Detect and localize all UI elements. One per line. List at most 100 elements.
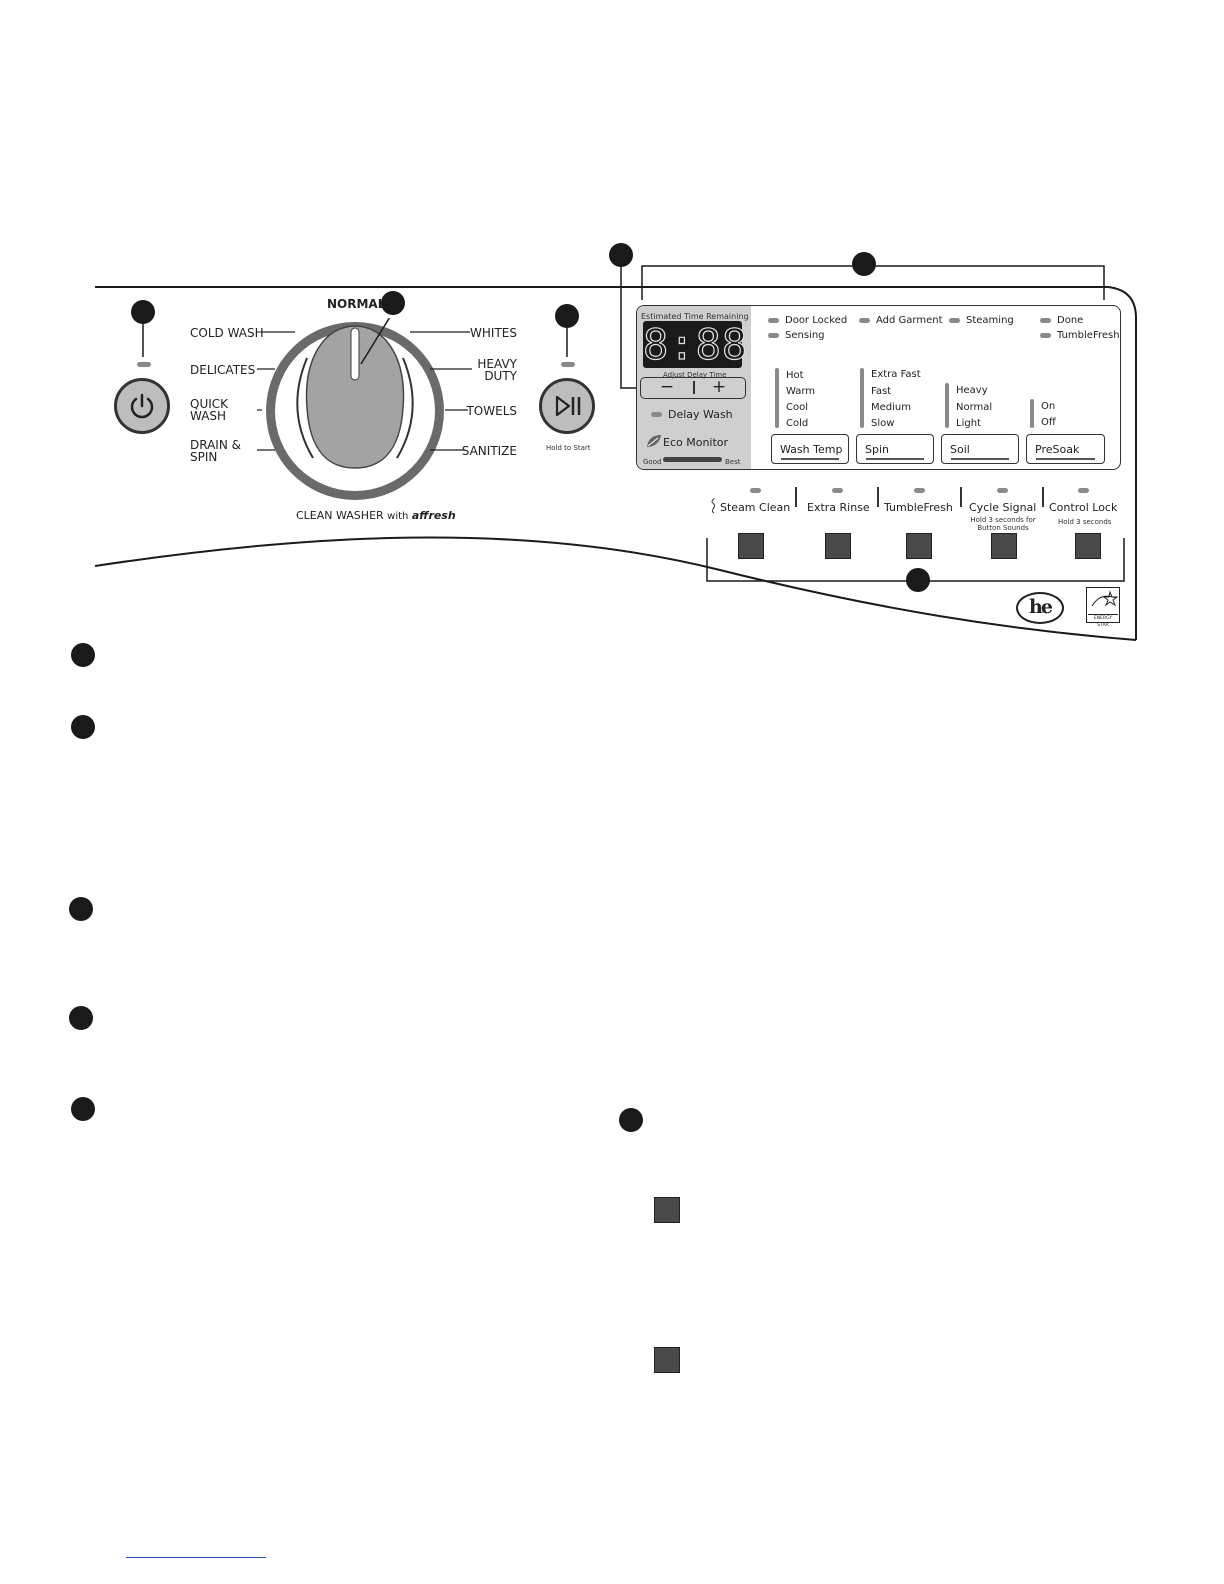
option-separator [795,487,797,507]
energy-star-icon [1091,590,1118,607]
extra-rinse-indicator [832,488,843,493]
section-bullet-5 [71,1097,95,1121]
control-lock-label: Control Lock [1049,501,1118,514]
power-icon [130,393,154,419]
dial-label-sanitize: SANITIZE [461,444,517,458]
callout-bullet-dial [381,291,405,315]
delay-plus-button[interactable]: + [711,377,727,397]
option-separator [960,487,962,507]
delay-wash-button[interactable]: Delay Wash [668,408,733,421]
delay-divider [693,381,695,394]
presoak-button[interactable]: PreSoak [1026,434,1105,464]
wash-temp-option-cool: Cool [786,402,808,413]
dial-label-quick-wash: QUICK WASH [190,397,229,423]
steam-clean-indicator [750,488,761,493]
cycle-signal-button[interactable] [991,533,1017,559]
cycle-signal-indicator [997,488,1008,493]
cycle-selector-dial[interactable] [255,318,455,508]
time-readout: 8:88 [642,320,749,369]
tumblefresh-indicator [914,488,925,493]
option-separator [877,487,879,507]
cycle-signal-note: Hold 3 seconds for Button Sounds [970,516,1036,532]
callout-bullet-power [131,300,155,324]
option-separator [1042,487,1044,507]
start-hint: Hold to Start [546,444,591,452]
dial-label-cold-wash: COLD WASH [190,326,264,340]
wash-temp-underline [781,458,839,460]
steam-clean-label: Steam Clean [720,501,791,514]
callout-bullet-start [555,304,579,328]
dial-label-delicates: DELICATES [190,363,256,377]
steam-clean-button[interactable] [738,533,764,559]
dial-label-whites: WHITES [470,326,517,340]
control-lock-button[interactable] [1075,533,1101,559]
spin-option-fast: Fast [871,386,892,397]
soil-button[interactable]: Soil [941,434,1019,464]
spin-option-medium: Medium [871,402,911,413]
dial-label-clean-washer: CLEAN WASHER with affresh [296,510,456,523]
add-garment-label: Add Garment [876,315,943,326]
spin-option-slow: Slow [871,418,895,429]
section-bullet-3 [69,897,93,921]
adjust-delay-control: − + [640,377,746,399]
wash-temp-level-bar [775,368,779,428]
callout-bullet-options [906,568,930,592]
play-pause-icon [555,395,581,417]
time-digits: 8:88 [642,320,749,369]
soil-level-bar [945,383,949,428]
callout-bullet-delay [609,243,633,267]
callout-bullet-display [852,252,876,276]
control-lock-indicator [1078,488,1089,493]
extra-rinse-label: Extra Rinse [807,501,870,514]
eco-monitor-bar [663,457,722,462]
option-button-marker [654,1347,680,1373]
presoak-underline [1036,458,1095,460]
sensing-label: Sensing [785,330,825,341]
soil-option-heavy: Heavy [956,385,988,396]
done-label: Done [1057,315,1084,326]
wash-temp-button[interactable]: Wash Temp [771,434,849,464]
power-button[interactable] [114,378,170,434]
tumblefresh-status-label: TumbleFresh [1057,330,1120,341]
dial-label-normal: NORMAL [327,297,386,311]
energy-star-logo: ENERGY STAR [1086,587,1120,628]
delay-wash-indicator [651,412,662,417]
spin-option-extra-fast: Extra Fast [871,369,921,380]
cycle-signal-label: Cycle Signal [969,501,1037,514]
door-locked-label: Door Locked [785,315,848,326]
dial-left-leaders [257,331,295,451]
delay-minus-button[interactable]: − [659,377,675,397]
add-garment-indicator [859,318,870,323]
eco-good-label: Good [643,458,662,466]
option-button-marker [654,1197,680,1223]
steaming-indicator [949,318,960,323]
estimated-time-label: Estimated Time Remaining [641,312,749,321]
he-logo: he [1016,592,1064,624]
eco-best-label: Best [725,458,741,466]
wash-temp-button-label: Wash Temp [780,443,843,456]
leaf-icon [647,435,661,447]
spin-button[interactable]: Spin [856,434,934,464]
eco-monitor-label: Eco Monitor [663,436,729,449]
power-indicator-light [137,362,151,367]
soil-underline [951,458,1009,460]
spin-level-bar [860,368,864,428]
tumblefresh-label: TumbleFresh [884,501,953,514]
dial-right-leaders [410,331,472,451]
dial-label-drain-spin: DRAIN & SPIN [190,438,241,464]
presoak-level-bar [1030,399,1034,428]
section-bullet-6 [619,1108,643,1132]
spin-button-label: Spin [865,443,889,456]
section-bullet-2 [71,715,95,739]
soil-button-label: Soil [950,443,970,456]
sensing-indicator [768,333,779,338]
wash-temp-option-cold: Cold [786,418,809,429]
done-indicator [1040,318,1051,323]
extra-rinse-button[interactable] [825,533,851,559]
spin-underline [866,458,924,460]
section-bullet-1 [71,643,95,667]
start-pause-button[interactable] [539,378,595,434]
wash-temp-option-warm: Warm [786,386,816,397]
tumblefresh-button[interactable] [906,533,932,559]
wash-temp-option-hot: Hot [786,370,804,381]
